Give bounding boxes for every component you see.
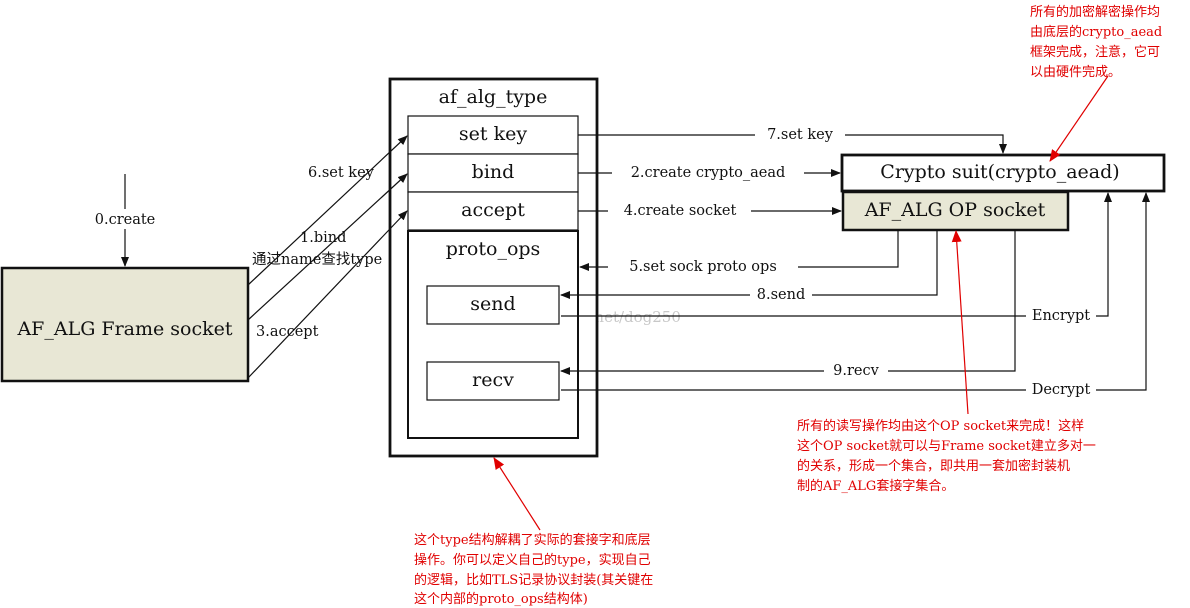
crypto-suit-label: Crypto suit(crypto_aead) bbox=[880, 161, 1119, 183]
op-socket-label: AF_ALG OP socket bbox=[864, 199, 1046, 221]
send-label: send bbox=[470, 293, 515, 315]
set-key-7-bg bbox=[755, 126, 845, 144]
send-arrow-8 bbox=[560, 230, 938, 299]
proto-ops-box bbox=[407, 230, 579, 439]
accept-arrow-3 bbox=[247, 210, 408, 379]
op-socket-note-arrow bbox=[951, 230, 969, 415]
op-socket-note-line: 这个OP socket就可以与Frame socket建立多对一 bbox=[797, 438, 1096, 454]
accept-cell bbox=[407, 191, 579, 231]
encrypt-arrow bbox=[561, 192, 1112, 317]
set-key-arrow-7 bbox=[578, 134, 1007, 154]
send-box bbox=[426, 285, 560, 325]
crypto-note-line: 由底层的crypto_aead bbox=[1030, 24, 1162, 40]
type-note-line: 操作。你可以定义自己的type，实现自己 bbox=[414, 552, 651, 568]
op-socket-note-line: 所有的读写操作均由这个OP socket来完成！这样 bbox=[797, 418, 1084, 434]
crypto-note-line: 所有的加密解密操作均 bbox=[1030, 4, 1160, 20]
encrypt-label: Encrypt bbox=[1032, 308, 1090, 324]
crypto-note-line: 以由硬件完成。 bbox=[1030, 65, 1121, 80]
create-socket-label: 4.create socket bbox=[624, 203, 737, 219]
proto-ops-label: proto_ops bbox=[446, 238, 541, 260]
recv-box bbox=[426, 361, 560, 401]
recv-arrow-9 bbox=[560, 230, 1016, 375]
crypto-note: 所有的加密解密操作均 由底层的crypto_aead 框架完成，注意，它可 以由… bbox=[1030, 4, 1166, 80]
set-key-6-label: 6.set key bbox=[308, 165, 375, 181]
crypto-suit-box bbox=[840, 153, 1166, 193]
crypto-note-line: 框架完成，注意，它可 bbox=[1030, 44, 1160, 60]
recv-label: recv bbox=[472, 369, 514, 391]
decrypt-label: Decrypt bbox=[1032, 382, 1091, 398]
create-aead-label: 2.create crypto_aead bbox=[631, 165, 786, 181]
decrypt-bg bbox=[1026, 381, 1096, 399]
create-label: 0.create bbox=[95, 212, 156, 228]
type-note-line: 这个type结构解耦了实际的套接字和底层 bbox=[414, 532, 651, 548]
create-aead-bg bbox=[612, 164, 804, 182]
set-key-arrow-6 bbox=[247, 135, 408, 286]
decrypt-arrow bbox=[561, 192, 1150, 391]
frame-socket-label: AF_ALG Frame socket bbox=[16, 318, 232, 340]
crypto-note-arrow bbox=[1049, 75, 1109, 162]
bind-note-label: 通过name查找type bbox=[252, 251, 382, 268]
send-8-bg bbox=[750, 286, 812, 304]
af-alg-type-title: af_alg_type bbox=[439, 86, 548, 108]
op-socket-note-line: 制的AF_ALG套接字集合。 bbox=[797, 478, 954, 494]
set-proto-ops-label: 5.set sock proto ops bbox=[629, 259, 777, 275]
accept-label: accept bbox=[461, 199, 525, 221]
set-key-7-label: 7.set key bbox=[767, 127, 834, 143]
accept-3-label: 3.accept bbox=[256, 324, 319, 340]
type-note-line: 这个内部的proto_ops结构体) bbox=[414, 591, 588, 607]
set-proto-ops-bg bbox=[608, 258, 798, 276]
send-8-label: 8.send bbox=[757, 287, 805, 303]
bind-1-label: 1.bind bbox=[300, 230, 346, 246]
op-socket-note-line: 的关系，形成一个集合，即共用一套加密封装机 bbox=[797, 458, 1070, 474]
create-label-bg bbox=[84, 209, 166, 229]
bind-label: bind bbox=[472, 161, 515, 183]
encrypt-bg bbox=[1026, 307, 1096, 325]
recv-9-bg bbox=[824, 362, 888, 380]
bind-arrow-1 bbox=[247, 173, 408, 321]
frame-socket-box bbox=[0, 266, 250, 383]
type-note: 这个type结构解耦了实际的套接字和底层 操作。你可以定义自己的type，实现自… bbox=[414, 532, 657, 607]
set-key-label: set key bbox=[459, 123, 527, 145]
op-socket-box bbox=[841, 190, 1070, 232]
op-socket-note: 所有的读写操作均由这个OP socket来完成！这样 这个OP socket就可… bbox=[797, 418, 1100, 494]
type-note-arrow bbox=[493, 457, 541, 531]
recv-9-label: 9.recv bbox=[833, 363, 879, 379]
type-note-line: 的逻辑，比如TLS记录协议封装(其关键在 bbox=[414, 572, 653, 588]
create-socket-bg bbox=[608, 202, 751, 220]
